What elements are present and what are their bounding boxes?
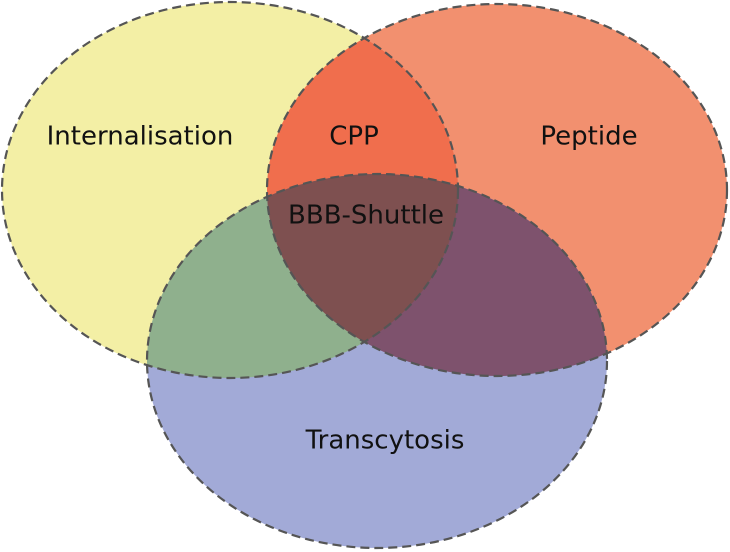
internalisation-outline — [0, 0, 460, 380]
bbb-shuttle-label: BBB-Shuttle — [288, 201, 444, 231]
transcytosis-outline — [145, 172, 609, 550]
internalisation-label: Internalisation — [47, 122, 234, 152]
transcytosis-label: Transcytosis — [305, 426, 465, 456]
peptide-outline — [265, 2, 729, 378]
cpp-label: CPP — [329, 122, 379, 152]
peptide-label: Peptide — [540, 122, 637, 152]
